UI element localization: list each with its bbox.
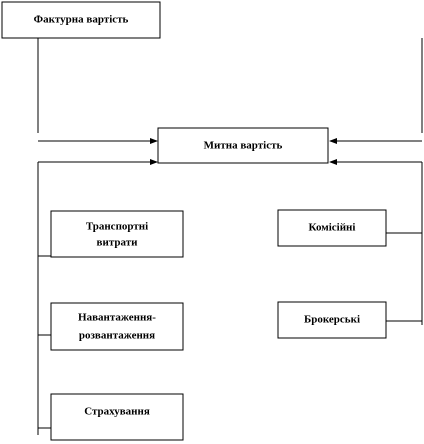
box-brokerage-label: Брокерські [304,314,360,326]
box-invoice-value: Фактурна вартість [1,1,161,39]
box-transport-costs: Транспортні витрати [50,210,184,258]
box-customs-value-label: Митна вартість [204,140,283,152]
box-brokerage: Брокерські [277,301,387,339]
box-insurance-label: Страхування [84,406,150,418]
box-commission: Комісійні [277,209,387,247]
box-invoice-value-label: Фактурна вартість [34,14,129,26]
box-loading-unloading-label-1: Навантаження- [78,312,156,324]
box-commission-label: Комісійні [309,222,356,234]
box-loading-unloading-label-2: розвантаження [79,330,155,342]
box-insurance: Страхування [50,393,184,441]
box-transport-costs-label-1: Транспортні [86,221,148,233]
connectors [37,38,423,435]
box-transport-costs-label-2: витрати [97,237,139,249]
box-loading-unloading: Навантаження- розвантаження [50,302,184,351]
box-customs-value: Митна вартість [157,127,329,164]
